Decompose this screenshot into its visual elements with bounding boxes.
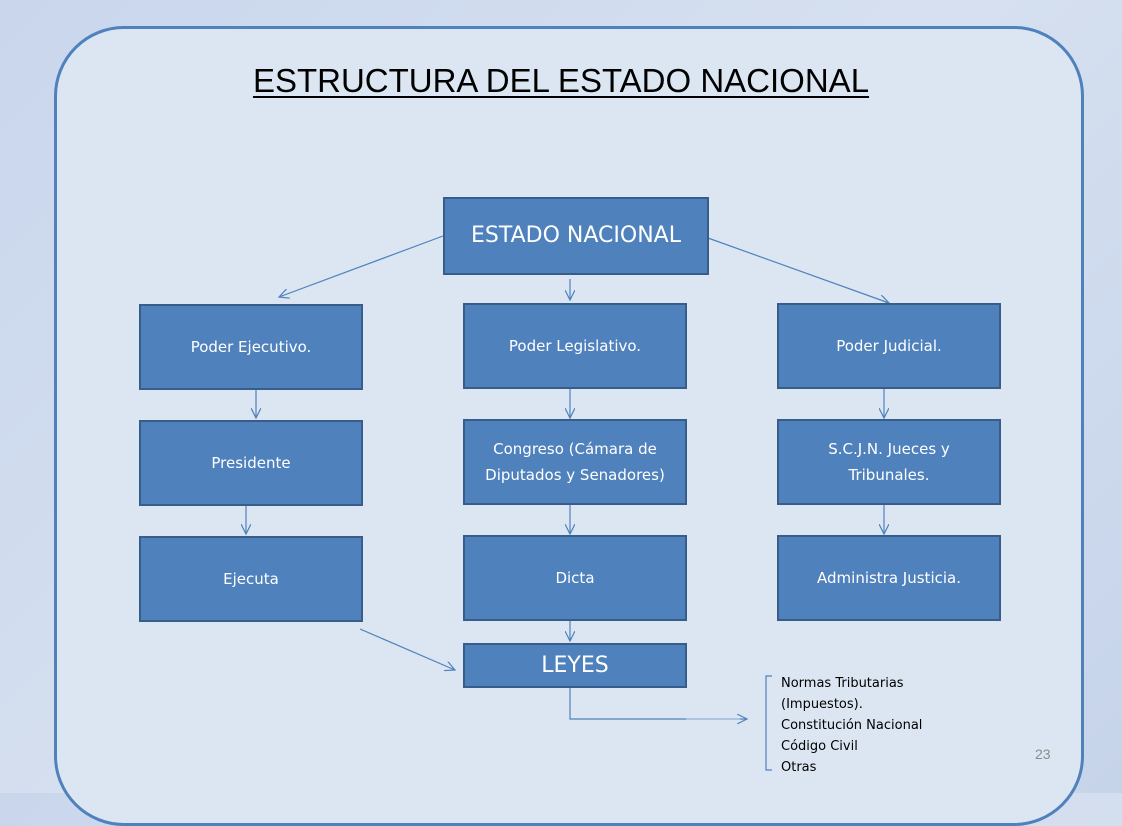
arrow-root-to-judicial [707,237,889,303]
laws-list-item: Otras [781,760,817,775]
laws-list-item: Código Civil [781,739,858,754]
laws-bracket [765,675,772,771]
dicta-box: Dicta [463,535,687,621]
laws-list-item: (Impuestos). [781,697,863,712]
arrow-root-to-ejecutivo [279,235,444,297]
poder-ejecutivo-box: Poder Ejecutivo. [139,304,363,390]
connector-lines [0,235,1122,771]
poder-legislativo-box: Poder Legislativo. [463,303,687,389]
arrow-leyes-to-laws [569,688,747,719]
page-title: ESTRUCTURA DEL ESTADO NACIONAL [252,62,870,99]
laws-list-item: Normas Tributarias [781,676,904,691]
estado-nacional-box: ESTADO NACIONAL [443,197,709,275]
poder-judicial-box: Poder Judicial. [777,303,1001,389]
congreso-box: Congreso (Cámara de Diputados y Senadore… [463,419,687,505]
ejecuta-box: Ejecuta [139,536,363,622]
administra-justicia-box: Administra Justicia. [777,535,1001,621]
arrow-ejecuta-to-leyes [359,628,455,670]
laws-list-item: Constitución Nacional [781,718,923,733]
leyes-box: LEYES [463,643,687,688]
presidente-box: Presidente [139,420,363,506]
laws-list: Normas Tributarias (Impuestos). Constitu… [781,673,922,778]
page-number: 23 [1035,746,1051,762]
scjn-box: S.C.J.N. Jueces y Tribunales. [777,419,1001,505]
